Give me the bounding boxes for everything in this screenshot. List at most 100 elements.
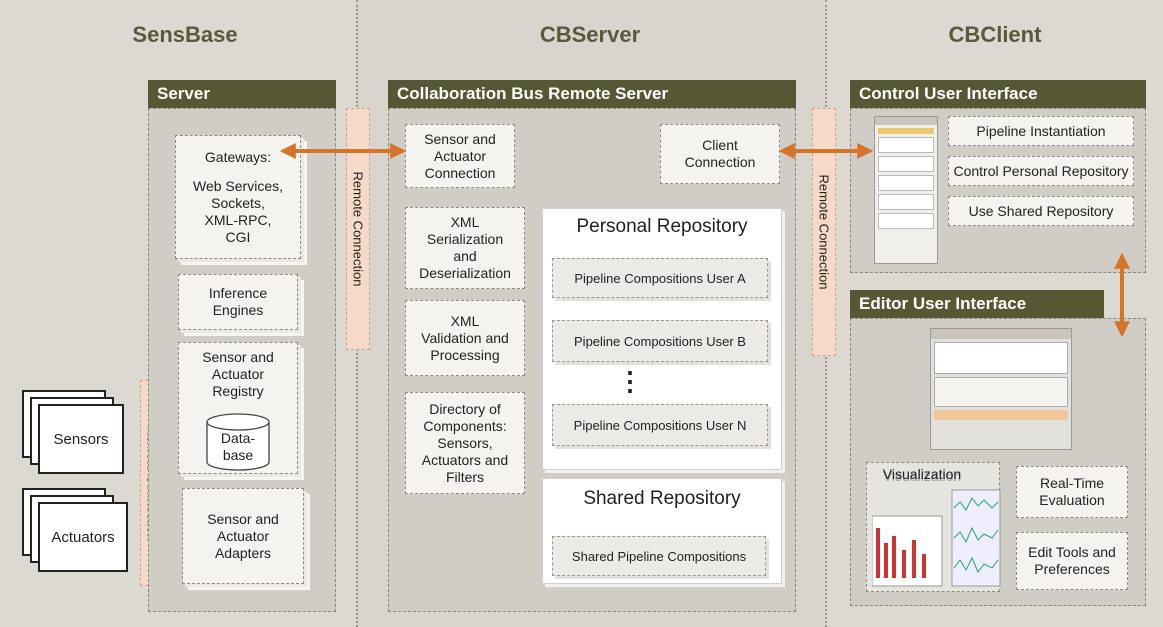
inference-engines-box: Inference Engines [178,274,298,330]
adapters-box: Sensor and Actuator Adapters [182,488,304,584]
xml-validation-box: XML Validation and Processing [405,300,525,376]
thumb-toolbar [931,329,1071,339]
adapters-line: Adapters [214,544,272,561]
control-personal-repository-box: Control Personal Repository [948,156,1134,186]
directory-line: Actuators and [421,451,509,468]
adapters-line: Sensor and [207,510,279,527]
shared-pipeline-label: Shared Pipeline Compositions [571,548,747,564]
control-ui-header: Control User Interface [850,80,1146,108]
cb-remote-header: Collaboration Bus Remote Server [388,80,796,108]
xml-serial-line: XML [450,214,480,230]
directory-line: Filters [445,468,485,485]
visualization-screenshot [872,489,1001,587]
personal-repository-title: Personal Repository [576,216,748,237]
column-title-cbclient: CBClient [948,22,1042,47]
realtime-evaluation-box: Real-Time Evaluation [1016,466,1128,518]
visualization-label-overlay: Visualization [866,466,978,482]
control-ui-screenshot [874,116,938,264]
inference-line: Inference [208,285,268,301]
actuators-box: Actuators [38,502,128,572]
thumb-canvas [934,342,1068,374]
sensors-label: Sensors [53,430,109,448]
gateways-line: Sockets, [211,194,265,211]
pipeline-user-b-label: Pipeline Compositions User B [574,333,746,349]
sensor-conn-line: Connection [424,164,496,181]
column-title-sensbase: SensBase [132,22,238,47]
adapters-line: Actuator [216,527,270,544]
pipeline-user-n-label: Pipeline Compositions User N [573,417,747,433]
pipeline-instantiation-label: Pipeline Instantiation [976,122,1106,139]
column-title-cbserver: CBServer [539,22,641,47]
thumb-row [878,156,934,172]
directory-box: Directory of Components: Sensors, Actuat… [405,392,525,494]
gateways-line: Gateways: [204,148,272,165]
cb-remote-title: Collaboration Bus Remote Server [397,84,669,103]
client-conn-line: Connection [684,154,756,170]
directory-line: Sensors, [437,434,493,451]
actuators-label: Actuators [51,528,115,546]
thumb-row [878,194,934,210]
gateways-line: CGI [225,228,251,245]
thumb-properties [934,377,1068,407]
shared-pipeline-compositions: Shared Pipeline Compositions [552,536,766,576]
control-ui-title: Control User Interface [859,84,1038,103]
xml-valid-line: Processing [430,346,500,363]
directory-line: Components: [423,417,507,434]
remote-connection-label: Remote Connection [816,174,832,290]
database-line: Data- [220,430,256,446]
client-conn-line: Client [702,137,738,153]
visualization-text: Visualization [882,466,962,482]
remote-connection-label: Remote Connection [350,171,366,287]
shared-repository-title: Shared Repository [583,488,741,509]
editor-ui-screenshot [930,328,1072,450]
edittools-line: Edit Tools and [1028,544,1116,560]
edittools-line: Preferences [1034,561,1110,577]
xml-valid-line: XML [450,312,480,329]
thumb-row [878,213,934,229]
pipeline-user-a-label: Pipeline Compositions User A [574,270,746,286]
thumb-bar [878,128,934,134]
use-shared-repository-label: Use Shared Repository [968,202,1114,219]
gateways-line: XML-RPC, [204,211,272,228]
realtime-line: Evaluation [1039,492,1105,508]
pipeline-instantiation-box: Pipeline Instantiation [948,116,1134,146]
xml-serial-line: Serialization [426,231,504,247]
thumb-row [878,175,934,191]
xml-valid-line: Validation and [421,329,509,346]
directory-line: Directory of [429,400,501,417]
remote-connection-server: Remote Connection [346,108,370,350]
sensors-box: Sensors [38,404,124,474]
editor-ui-header: Editor User Interface [850,290,1104,318]
server-title: Server [157,84,210,103]
registry-line: Registry [212,383,264,399]
server-header: Server [148,80,336,108]
client-connection-box: Client Connection [660,124,780,184]
thumb-status [934,410,1068,420]
registry-line: Sensor and [202,349,274,365]
database-label: Data- base [205,430,271,464]
database-line: base [222,447,254,463]
sensor-conn-line: Actuator [433,147,487,164]
sensor-actuator-connection-box: Sensor and Actuator Connection [405,124,515,188]
registry-line: Actuator [211,366,265,382]
inference-line: Engines [212,302,264,318]
thumb-row [878,137,934,153]
xml-serial-line: Deserialization [419,265,511,281]
ellipsis: ⋮ [617,366,643,396]
gateways-line: Web Services, [193,177,283,194]
xml-serialization-box: XML Serialization and Deserialization [405,207,525,289]
pipeline-user-b: Pipeline Compositions User B [552,320,768,362]
xml-serial-line: and [453,248,477,264]
edit-tools-box: Edit Tools and Preferences [1016,532,1128,590]
remote-connection-client: Remote Connection [812,108,836,356]
pipeline-user-a: Pipeline Compositions User A [552,258,768,298]
realtime-line: Real-Time [1039,475,1105,491]
control-personal-repository-label: Control Personal Repository [953,162,1129,179]
sensor-conn-line: Sensor and [424,130,496,147]
use-shared-repository-box: Use Shared Repository [948,196,1134,226]
gateways-box: Gateways: Web Services, Sockets, XML-RPC… [175,135,301,259]
editor-ui-title: Editor User Interface [859,294,1027,313]
pipeline-user-n: Pipeline Compositions User N [552,404,768,446]
thumb-titlebar [875,117,937,125]
database-cylinder [206,413,270,471]
